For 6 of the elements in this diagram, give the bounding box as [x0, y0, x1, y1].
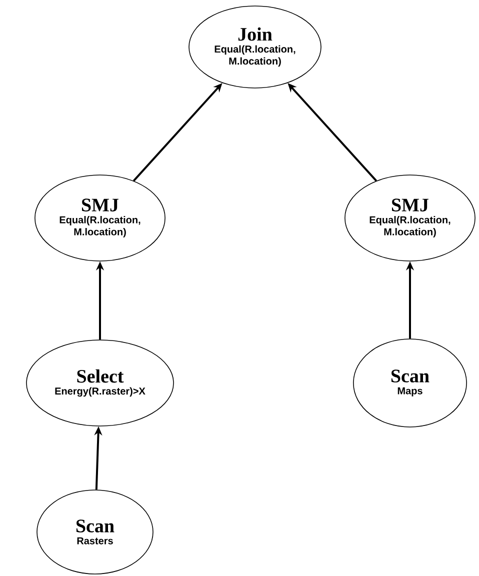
- ellipse-node: SMJ Equal(R.location, M.location): [34, 174, 166, 262]
- ellipse-node: SMJ Equal(R.location, M.location): [344, 174, 476, 262]
- ellipse-node: Scan Rasters: [36, 490, 154, 574]
- ellipse-node: Join Equal(R.location, M.location): [188, 6, 322, 88]
- ellipse-node: Select Energy(R.raster)>X: [26, 340, 174, 426]
- ellipse-node: Scan Maps: [353, 338, 467, 428]
